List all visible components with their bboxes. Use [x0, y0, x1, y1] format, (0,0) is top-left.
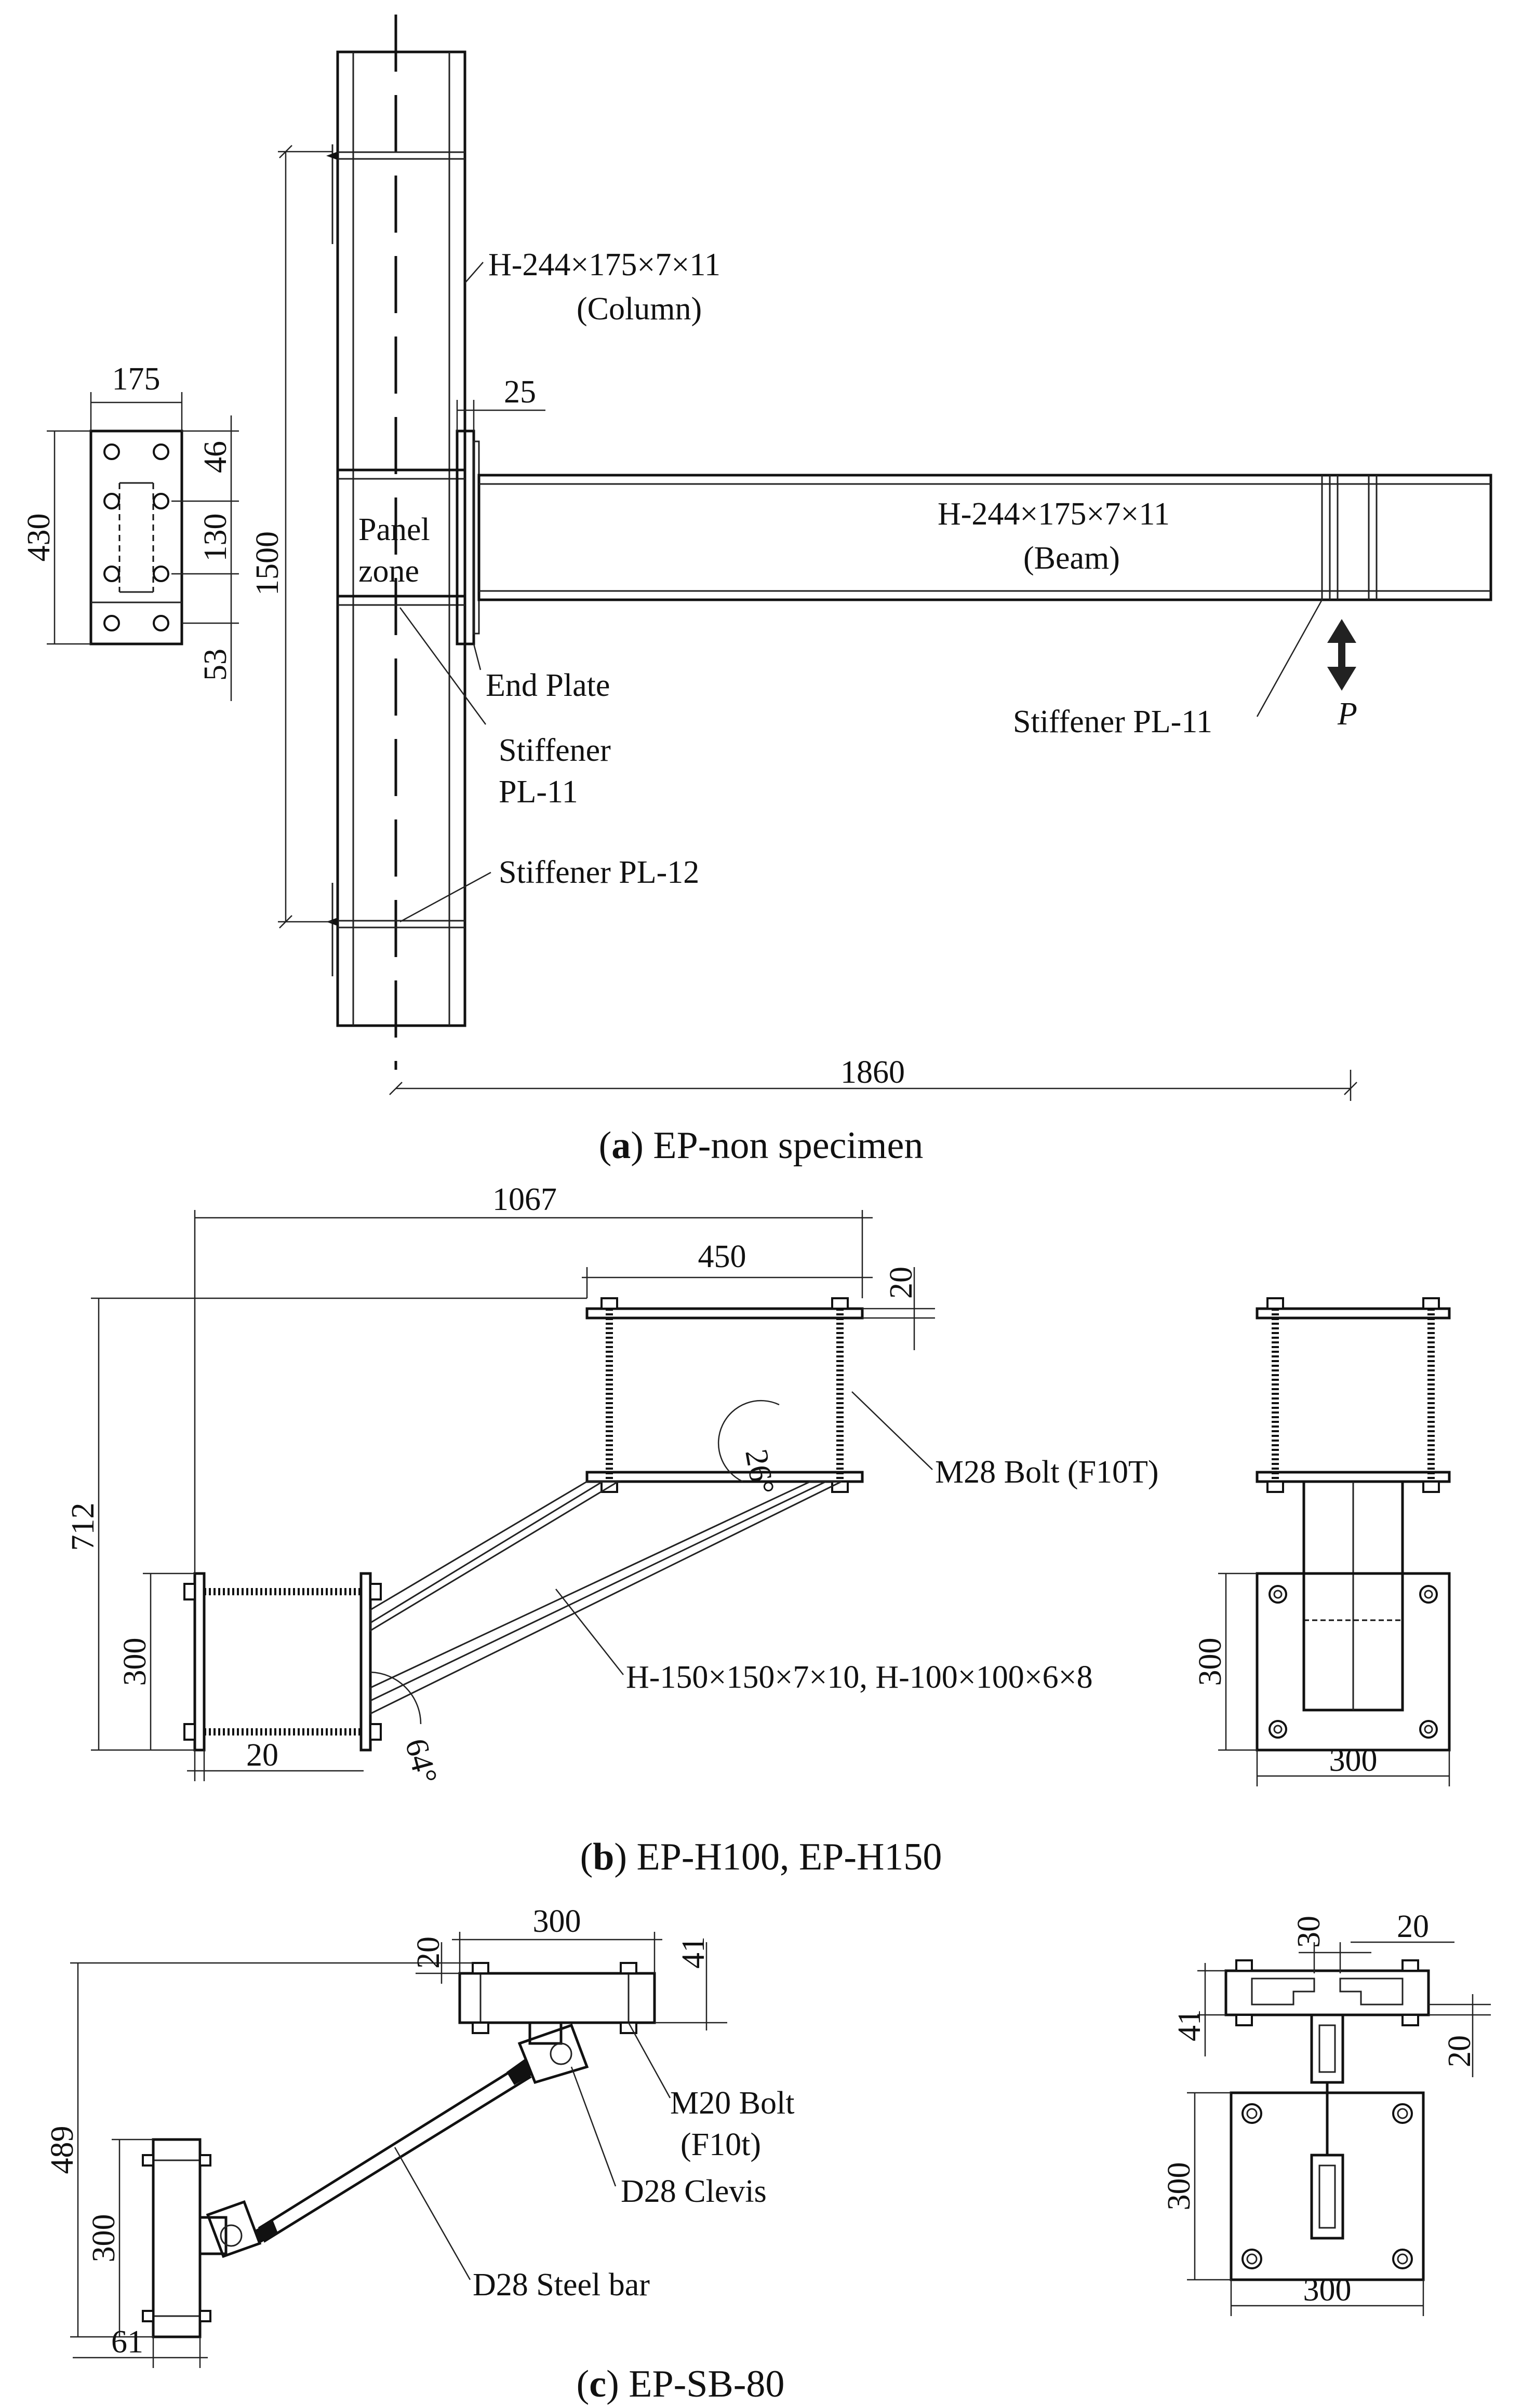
svg-text:300: 300: [1303, 2272, 1352, 2308]
svg-text:489: 489: [45, 2126, 80, 2174]
svg-text:430: 430: [21, 514, 57, 562]
caption-a: (a) EP-non specimen: [599, 1124, 924, 1167]
svg-text:20: 20: [246, 1738, 278, 1773]
svg-text:41: 41: [1172, 2009, 1207, 2041]
dim-1500: 1500: [250, 145, 332, 929]
svg-text:20: 20: [1397, 1909, 1429, 1944]
svg-text:20: 20: [1442, 2035, 1477, 2067]
steel-bar-label: D28 Steel bar: [473, 2267, 650, 2303]
dim-1067: 1067: [194, 1182, 873, 1573]
caption-b: (b) EP-H100, EP-H150: [580, 1836, 942, 1878]
svg-text:61: 61: [111, 2324, 143, 2360]
svg-text:300: 300: [533, 1904, 581, 1939]
svg-text:53: 53: [198, 649, 233, 681]
svg-text:300: 300: [1329, 1743, 1378, 1778]
svg-text:1860: 1860: [840, 1055, 905, 1090]
svg-text:130: 130: [198, 514, 233, 562]
bolt-icon: [103, 443, 169, 631]
end-plate-detail: 175 430 46 130 53: [21, 361, 239, 701]
svg-text:1500: 1500: [250, 531, 285, 596]
load-arrow-icon: [1327, 619, 1356, 691]
panel-c: 300 20 41 489 300 61 M20 Bolt (F10t) D28…: [45, 1904, 1491, 2405]
top-plate: [458, 1972, 656, 2024]
side-view-c: 30 20 41 20 300 300: [1161, 1909, 1491, 2316]
beam: [477, 474, 1492, 601]
svg-text:20: 20: [411, 1936, 446, 1969]
dim-1860: 1860: [389, 1055, 1357, 1101]
bottom-plate: [152, 2138, 202, 2338]
panel-zone-label-1: Panel: [358, 512, 430, 547]
panel-a: P 1500 1860 25 H-244×175×7×11 (: [21, 15, 1492, 1167]
beam-stiffener-label: Stiffener PL-11: [1013, 704, 1212, 739]
panel-b: 26° 64° 1067 450 20 712 300 2: [65, 1182, 1451, 1878]
svg-text:1067: 1067: [492, 1182, 557, 1217]
svg-text:30: 30: [1291, 1916, 1327, 1948]
bolt-label-c-2: (F10t): [680, 2127, 761, 2162]
brace-upper-flange: [369, 1481, 621, 1632]
svg-text:175: 175: [112, 361, 161, 397]
bolt-label-b: M28 Bolt (F10T): [935, 1455, 1159, 1490]
beam-label: H-244×175×7×11: [938, 496, 1170, 532]
bolt-icon: [600, 1297, 849, 1493]
svg-text:300: 300: [1193, 1638, 1228, 1686]
svg-text:450: 450: [698, 1239, 746, 1274]
stiffener-pl12-label: Stiffener PL-12: [499, 855, 699, 890]
beam-sub-label: (Beam): [1023, 541, 1120, 576]
svg-text:300: 300: [86, 2214, 122, 2263]
bolt-label-c-1: M20 Bolt: [670, 2086, 794, 2121]
svg-text:26°: 26°: [738, 1447, 781, 1497]
svg-text:712: 712: [65, 1503, 101, 1551]
svg-text:20: 20: [884, 1267, 919, 1299]
svg-text:64°: 64°: [398, 1735, 444, 1787]
steel-bar: [258, 2062, 532, 2243]
dim-712: 712: [65, 1297, 587, 1751]
caption-c: (c) EP-SB-80: [577, 2363, 785, 2405]
side-view-b: 300 300: [1193, 1297, 1451, 1786]
brace-lower-flange: [369, 1481, 842, 1715]
svg-text:46: 46: [198, 441, 233, 473]
column-label: H-244×175×7×11: [488, 247, 720, 282]
clevis-label: D28 Clevis: [621, 2174, 767, 2209]
end-plate-label: End Plate: [486, 668, 610, 703]
panel-zone-label-2: zone: [358, 554, 419, 589]
load-label: P: [1337, 696, 1357, 732]
brace-label: H-150×150×7×10, H-100×100×6×8: [626, 1660, 1093, 1695]
svg-text:41: 41: [676, 1936, 711, 1969]
bolt-icon: [1241, 2103, 1413, 2269]
stiffener-pl11-label-1: Stiffener: [499, 733, 611, 768]
column-sub-label: (Column): [577, 291, 702, 327]
stiffener-pl11-label-2: PL-11: [499, 774, 578, 810]
column: [326, 15, 466, 1070]
bolt-icon: [1269, 1585, 1438, 1739]
dim-25: 25: [456, 374, 545, 431]
svg-text:25: 25: [504, 374, 536, 410]
svg-text:300: 300: [1161, 2162, 1197, 2211]
dim-450: 450: [582, 1239, 873, 1298]
svg-text:300: 300: [117, 1638, 153, 1686]
